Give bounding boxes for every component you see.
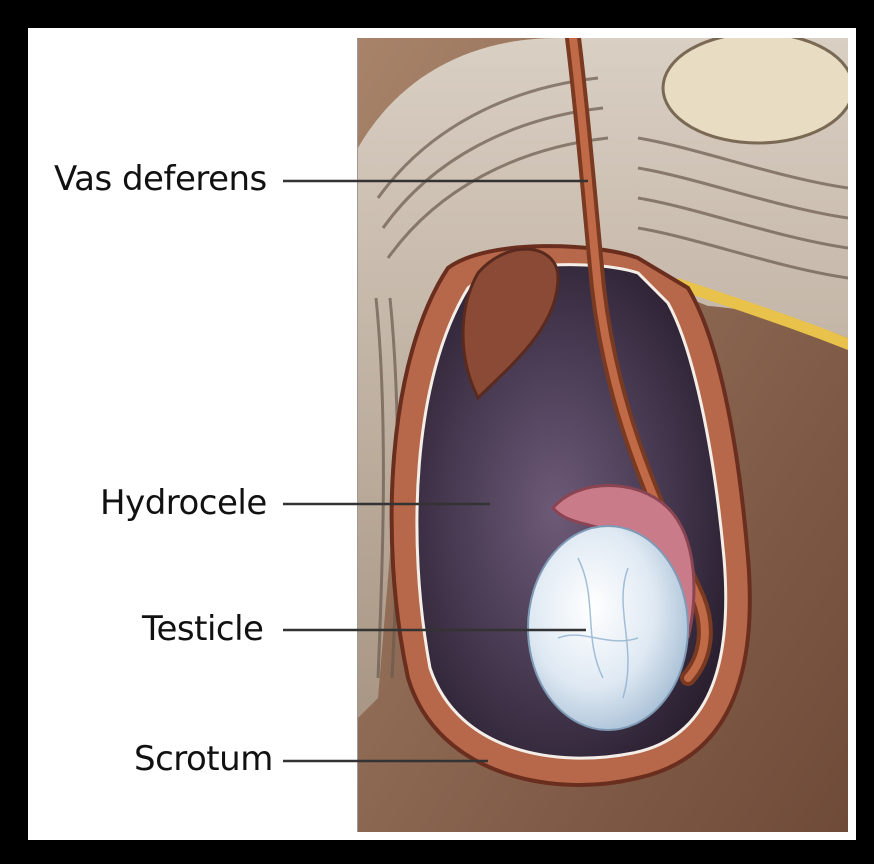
- testicle-shape: [528, 526, 688, 730]
- pubic-bone: [663, 38, 848, 143]
- left-blank-area: [38, 38, 358, 832]
- anatomy-illustration: [38, 38, 848, 832]
- diagram-panel: Vas deferens Hydrocele Testicle Scrotum: [38, 38, 848, 832]
- label-hydrocele: Hydrocele: [100, 486, 267, 520]
- label-testicle: Testicle: [142, 612, 263, 646]
- label-scrotum: Scrotum: [134, 742, 273, 776]
- label-vas-deferens: Vas deferens: [54, 162, 267, 196]
